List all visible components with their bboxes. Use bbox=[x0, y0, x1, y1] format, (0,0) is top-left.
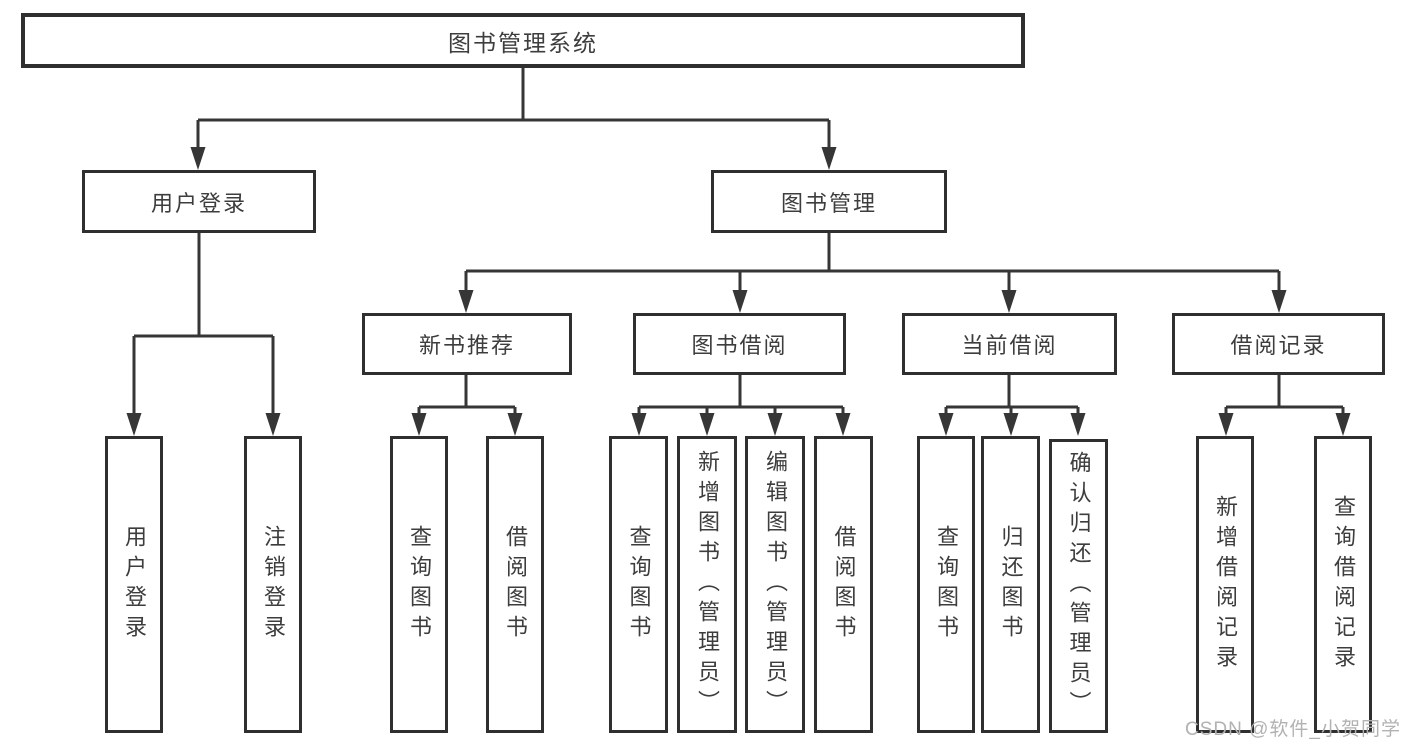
leaf-current-return-books: 归还图书 bbox=[981, 436, 1040, 733]
leaf-logout-label: 注销登录 bbox=[261, 524, 286, 645]
leaf-borrowing-add-books-admin-label: 新增图书（管理员） bbox=[695, 449, 720, 720]
node-new-book-recommend-label: 新书推荐 bbox=[418, 333, 515, 358]
leaf-recommend-borrow-books: 借阅图书 bbox=[486, 436, 544, 733]
leaf-recommend-query-books: 查询图书 bbox=[390, 436, 448, 733]
node-new-book-recommend: 新书推荐 bbox=[362, 313, 572, 375]
leaf-user-login-label: 用户登录 bbox=[122, 524, 147, 645]
node-book-borrowing: 图书借阅 bbox=[633, 313, 846, 375]
leaf-logout: 注销登录 bbox=[244, 436, 302, 733]
leaf-borrowing-query-books: 查询图书 bbox=[609, 436, 668, 733]
arrowhead-icons bbox=[126, 147, 1351, 436]
node-book-management-label: 图书管理 bbox=[780, 190, 877, 216]
leaf-records-query-record-label: 查询借阅记录 bbox=[1331, 494, 1356, 675]
leaf-borrowing-query-books-label: 查询图书 bbox=[626, 524, 652, 645]
leaf-records-add-record: 新增借阅记录 bbox=[1196, 436, 1254, 733]
node-root-system: 图书管理系统 bbox=[21, 13, 1025, 68]
leaf-current-query-books-label: 查询图书 bbox=[934, 524, 959, 645]
node-borrowing-records: 借阅记录 bbox=[1172, 313, 1385, 375]
leaf-recommend-borrow-books-label: 借阅图书 bbox=[503, 524, 528, 645]
node-user-login-label: 用户登录 bbox=[150, 190, 247, 216]
leaf-user-login: 用户登录 bbox=[105, 436, 163, 733]
node-book-management: 图书管理 bbox=[711, 170, 947, 233]
leaf-records-add-record-label: 新增借阅记录 bbox=[1213, 494, 1238, 675]
node-current-borrowing-label: 当前借阅 bbox=[961, 333, 1058, 358]
csdn-watermark: CSDN @软件_小贺同学 bbox=[1185, 719, 1401, 740]
node-user-login: 用户登录 bbox=[82, 170, 316, 233]
leaf-borrowing-edit-books-admin: 编辑图书（管理员） bbox=[745, 436, 805, 733]
node-root-system-label: 图书管理系统 bbox=[448, 29, 598, 56]
leaf-current-query-books: 查询图书 bbox=[917, 436, 975, 733]
leaf-borrowing-borrow-books-label: 借阅图书 bbox=[831, 524, 857, 645]
leaf-borrowing-borrow-books: 借阅图书 bbox=[814, 436, 873, 733]
leaf-borrowing-edit-books-admin-label: 编辑图书（管理员） bbox=[763, 449, 788, 720]
leaf-borrowing-add-books-admin: 新增图书（管理员） bbox=[677, 436, 737, 733]
leaf-recommend-query-books-label: 查询图书 bbox=[407, 524, 432, 645]
leaf-current-confirm-return-admin: 确认归还（管理员） bbox=[1049, 439, 1108, 733]
leaf-current-return-books-label: 归还图书 bbox=[998, 524, 1024, 645]
node-borrowing-records-label: 借阅记录 bbox=[1230, 333, 1327, 358]
node-current-borrowing: 当前借阅 bbox=[902, 313, 1117, 375]
node-book-borrowing-label: 图书借阅 bbox=[691, 333, 788, 358]
leaf-current-confirm-return-admin-label: 确认归还（管理员） bbox=[1066, 451, 1092, 721]
leaf-records-query-record: 查询借阅记录 bbox=[1314, 436, 1372, 733]
